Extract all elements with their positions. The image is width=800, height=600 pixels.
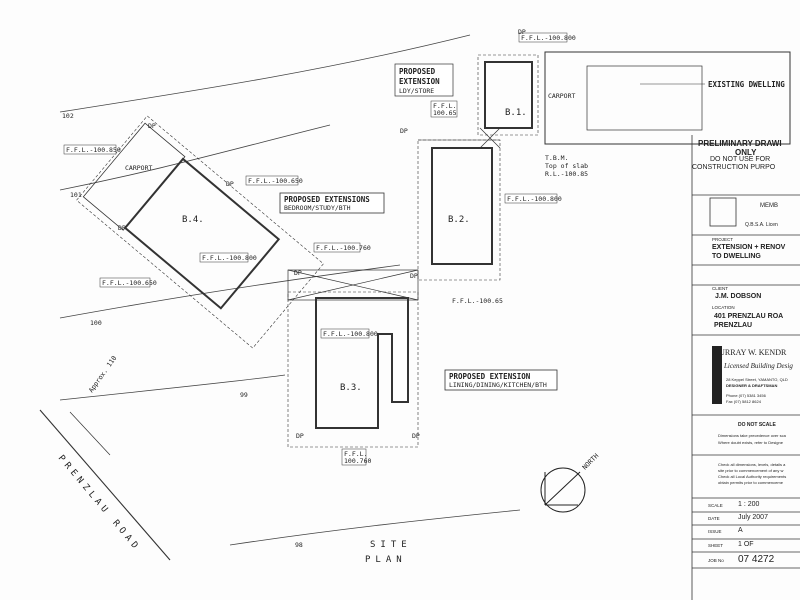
ffl-label-k: F.F.L.	[344, 450, 367, 458]
dp-marker: DP	[226, 180, 234, 188]
qbsa-license: Q.B.S.A. Licen	[745, 222, 778, 228]
existing-dwelling-label: EXISTING DWELLING	[708, 80, 785, 89]
firm-logo-bar	[712, 346, 722, 404]
job-label: JOB No	[708, 558, 724, 563]
ffl-label-g: F.F.L.-100.760	[316, 244, 371, 252]
project-label: PROJECT	[712, 237, 734, 242]
contour-label-101: 101	[70, 191, 82, 199]
site-plan-title-line1: SITE	[370, 540, 412, 550]
ffl-label-i: F.F.L.-100.65	[452, 297, 503, 305]
note-line2: Where doubt exists, refer to Designe	[718, 440, 783, 445]
note-line3: Check all dimensions, levels, details a	[718, 462, 786, 467]
link-walkways	[287, 127, 501, 301]
tbm-line1: T.B.M.	[545, 154, 568, 162]
carport-label: CARPORT	[548, 92, 575, 100]
note-line4: site prior to commencement of any w	[718, 468, 784, 473]
dp-marker: DP	[296, 432, 304, 440]
ext1-line3: LDY/STORE	[399, 87, 434, 95]
issue-label: ISSUE	[708, 529, 722, 534]
firm-phone: Phone (07) 5381 3456	[726, 393, 766, 398]
prelim-line4: CONSTRUCTION PURPO	[692, 164, 776, 171]
ffl-label-a: F.F.L.-100.800	[521, 34, 576, 42]
contour-label-98: 98	[295, 541, 303, 549]
ffl-label-f: F.F.L.-100.650	[102, 279, 157, 287]
b3-label: B.3.	[340, 383, 362, 393]
do-not-scale: DO NOT SCALE	[738, 422, 776, 428]
client-name: J.M. DOBSON	[715, 293, 762, 300]
title-block-frame	[691, 135, 800, 600]
ffl-label-k2: 100.760	[344, 457, 371, 465]
firm-address: 28 Keppel Street, YAMANTO, QLD	[726, 377, 788, 382]
b1-label: B.1.	[505, 108, 527, 118]
ffl-label-j: F.F.L.-100.800	[323, 330, 378, 338]
location-line1: 401 PRENZLAU ROA	[714, 313, 784, 320]
firm-name: MURRAY W. KENDR	[712, 348, 787, 357]
sheet-label: SHEET	[708, 543, 724, 548]
approx-dimension: Approx. 110	[87, 354, 118, 394]
membership-label: MEMB	[760, 203, 778, 209]
ext2-line1: PROPOSED EXTENSIONS	[284, 195, 370, 204]
dp-marker: DP	[518, 28, 526, 36]
prelim-line3: DO NOT USE FOR	[710, 156, 771, 163]
north-label: NORTH	[581, 452, 601, 472]
job-number: 07 4272	[738, 554, 775, 565]
ffl-label-e: F.F.L.-100.800	[507, 195, 562, 203]
ext3-line1: PROPOSED EXTENSION	[449, 372, 531, 381]
location-label: LOCATION	[712, 305, 735, 310]
date-label: DATE	[708, 516, 720, 521]
sheet-value: 1 OF	[738, 541, 754, 548]
scale-value: 1 : 200	[738, 501, 760, 508]
ffl-label-b: F.F.L.	[433, 102, 456, 110]
firm-subtitle: Licensed Building Desig	[724, 362, 793, 370]
firm-role: DESIGNER & DRAFTSMAN	[726, 383, 778, 388]
project-line2: TO DWELLING	[712, 253, 761, 260]
scale-label: SCALE	[708, 503, 723, 508]
client-label: CLIENT	[712, 286, 729, 291]
road-boundary	[39, 409, 171, 561]
dp-marker: DP	[400, 127, 408, 135]
tbm-line3: R.L.-100.85	[545, 170, 588, 178]
firm-fax: Fax (07) 5812 8624	[726, 399, 761, 404]
note-line5: Check all Local Authority requirements	[718, 474, 787, 479]
carport-left-label: CARPORT	[125, 164, 152, 172]
ffl-label-d: F.F.L.-100.650	[248, 177, 303, 185]
contour-label-100: 100	[90, 319, 102, 327]
contour-label-99: 99	[240, 391, 248, 399]
prelim-line2: ONLY	[735, 148, 757, 157]
b2-label: B.2.	[448, 215, 470, 225]
dp-marker: DP	[412, 432, 420, 440]
tbm-line2: Top of slab	[545, 162, 588, 170]
building-b2	[417, 139, 501, 281]
contour-lines	[59, 34, 521, 546]
ffl-label-h: F.F.L.-100.800	[202, 254, 257, 262]
dp-marker: DP	[118, 224, 126, 232]
building-b3	[287, 291, 419, 448]
road-name: PRENZLAU ROAD	[56, 454, 142, 554]
building-b1	[477, 54, 539, 136]
north-arrow-icon	[540, 467, 586, 513]
dp-marker: DP	[410, 272, 418, 280]
project-line1: EXTENSION + RENOV	[712, 244, 786, 251]
note-line1: Dimensions take precedence over sca	[718, 433, 786, 438]
ext2-line2: BEDROOM/STUDY/BTH	[284, 204, 351, 212]
ext1-line2: EXTENSION	[399, 77, 440, 86]
issue-value: A	[738, 527, 743, 534]
dp-marker: DP	[294, 269, 302, 277]
dp-marker: DP	[148, 122, 156, 130]
note-line6: obtain permits prior to commenceme	[718, 480, 783, 485]
ffl-label-c: F.F.L.-100.850	[66, 146, 121, 154]
contour-label-102: 102	[62, 112, 74, 120]
ext1-line1: PROPOSED	[399, 67, 436, 76]
ffl-label-b2: 100.65	[433, 109, 457, 117]
date-value: July 2007	[738, 514, 768, 521]
prelim-line1: PRELIMINARY DRAWI	[698, 139, 782, 148]
ext3-line2: LINING/DINING/KITCHEN/BTH	[449, 381, 547, 389]
existing-dwelling	[544, 51, 791, 145]
institute-logo-icon	[709, 197, 737, 227]
site-plan-title-line2: PLAN	[365, 555, 407, 565]
b4-label: B.4.	[182, 215, 204, 225]
location-line2: PRENZLAU	[714, 322, 753, 329]
